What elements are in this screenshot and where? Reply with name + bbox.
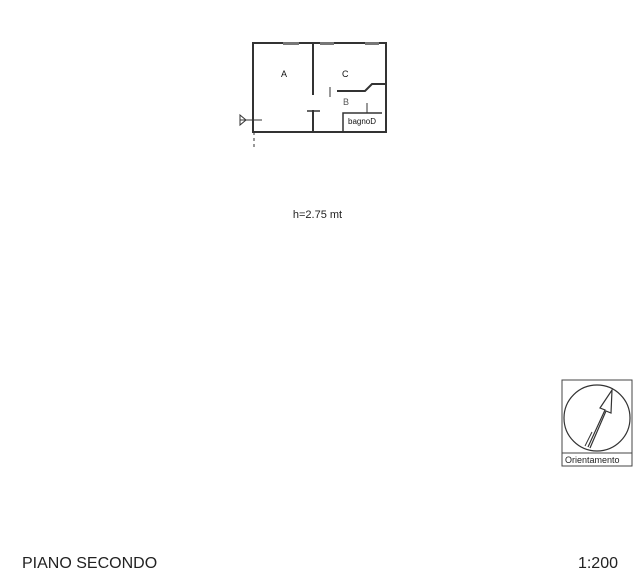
ceiling-height-note: h=2.75 mt	[292, 209, 343, 221]
bathroom-wall	[342, 112, 382, 132]
compass-icon	[561, 379, 633, 467]
room-label-b: B	[343, 97, 350, 107]
floor-title: PIANO SECONDO	[22, 555, 158, 569]
room-label-a: A	[281, 69, 288, 79]
room-label-c: C	[342, 69, 349, 79]
wall-c-b	[337, 83, 386, 92]
outer-wall	[252, 42, 387, 133]
compass-label: Orientamento	[565, 455, 620, 465]
scale-label: 1:200	[577, 555, 618, 569]
room-label-bagno: bagnoD	[348, 117, 377, 126]
